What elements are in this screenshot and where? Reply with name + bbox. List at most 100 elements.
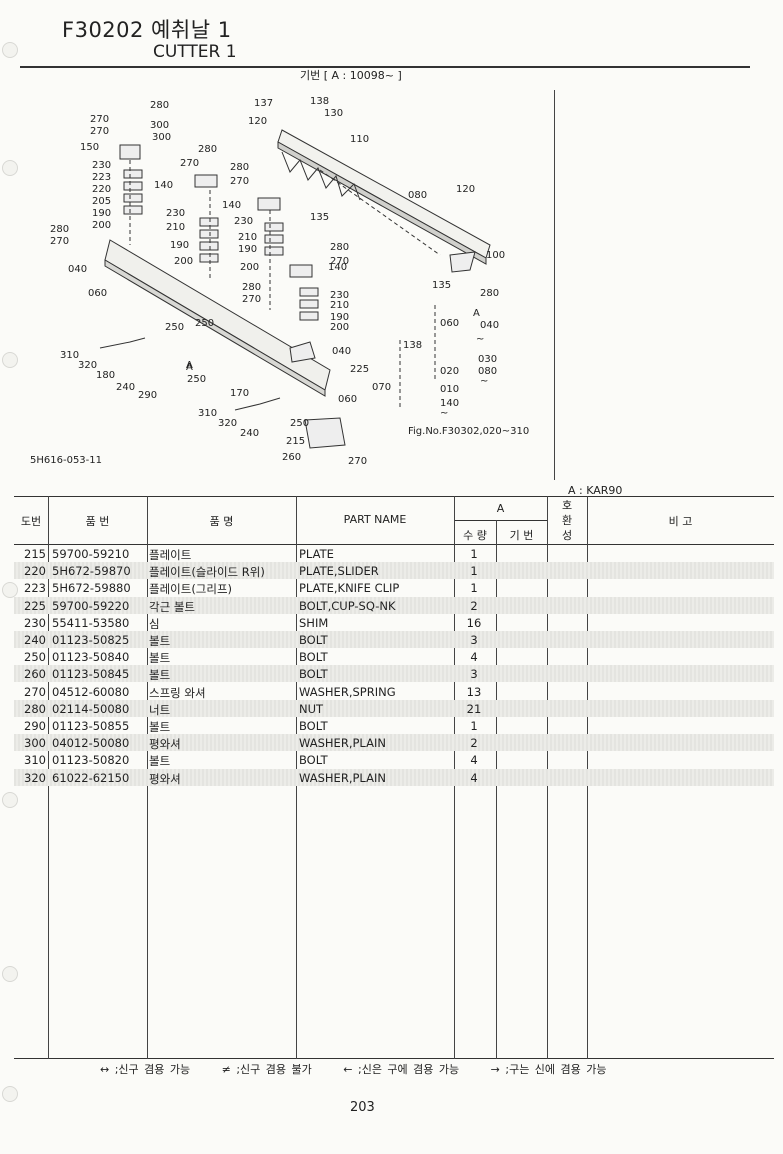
diagram-callout: 220 — [92, 184, 111, 195]
diagram-callout: 080 — [408, 190, 427, 201]
legend-item: → ;구는 신에 겸용 가능 — [490, 1063, 607, 1076]
part-name-kr: 볼트 — [149, 668, 171, 683]
compat-legend: ↔ ;신구 겸용 가능 ≠ ;신구 겸용 불가 ← ;신은 구에 겸용 가능 →… — [100, 1061, 633, 1077]
diagram-callout: 040 — [480, 320, 499, 331]
diagram-callout: 100 — [486, 250, 505, 261]
diagram-callout: 110 — [350, 134, 369, 145]
punch-hole — [2, 160, 18, 176]
diagram-callout: 280 — [330, 242, 349, 253]
part-ref-no: 320 — [24, 770, 46, 785]
part-name-en: BOLT — [299, 719, 328, 733]
page-number: 203 — [350, 1100, 375, 1115]
col-header-qty: 수 량 — [463, 529, 487, 542]
diagram-callout: ~ — [440, 408, 448, 419]
diagram-callout: 230 — [234, 216, 253, 227]
part-qty: 4 — [470, 770, 478, 785]
part-name-kr: 볼트 — [149, 720, 171, 734]
diagram-callout: 270 — [348, 456, 367, 467]
part-ref-no: 230 — [24, 615, 46, 630]
diagram-callout: 060 — [88, 288, 107, 299]
diagram-callout: 010 — [440, 384, 459, 395]
part-qty: 4 — [470, 650, 478, 665]
part-name-en: BOLT — [299, 633, 328, 647]
diagram-callout: 200 — [240, 262, 259, 273]
part-qty: 4 — [470, 753, 478, 768]
diagram-callout: 040 — [68, 264, 87, 275]
part-qty: 13 — [466, 684, 482, 699]
part-name-kr: 플레이트 — [149, 548, 192, 562]
part-name-kr: 플레이트(슬라이드 R위) — [149, 565, 265, 580]
diagram-callout: 280 — [198, 144, 217, 155]
part-ref-no: 250 — [24, 650, 46, 665]
diagram-callout: 270 — [242, 294, 261, 305]
diagram-callout: 070 — [372, 382, 391, 393]
part-number: 59700-59220 — [52, 598, 130, 613]
punch-hole — [2, 352, 18, 368]
title-divider — [20, 66, 750, 68]
diagram-callout: ~ — [480, 376, 488, 387]
part-ref-no: 240 — [24, 633, 46, 647]
part-name-kr: 스프링 와셔 — [149, 685, 206, 700]
parts-table: 도번 품 번 품 명 PART NAME A 수 량 기 번 호 환 성 비 고… — [14, 496, 774, 1059]
diagram-callout: 190 — [330, 312, 349, 323]
diagram-callout: 060 — [338, 394, 357, 405]
punch-hole — [2, 1086, 18, 1102]
diagram-callout: 138 — [403, 340, 422, 351]
section-title: F30202 예취날 1 — [62, 18, 232, 42]
diagram-callout: 280 — [480, 288, 499, 299]
knife-sections — [281, 151, 361, 201]
diagram-callout: A — [186, 360, 193, 371]
part-number: 59700-59210 — [52, 547, 130, 561]
serial-range: 기번 [ A : 10098~ ] — [300, 69, 402, 82]
part-name-kr: 플레이트(그리프) — [149, 582, 233, 597]
legend-item: ↔ ;신구 겸용 가능 — [100, 1063, 191, 1076]
part-number: 61022-62150 — [52, 770, 130, 785]
diagram-callout: 210 — [330, 300, 349, 311]
part-number: 5H672-59870 — [52, 564, 131, 579]
diagram-callout: 230 — [166, 208, 185, 219]
diagram-callout: 310 — [198, 408, 217, 419]
diagram-callout: 280 — [230, 162, 249, 173]
part-name-en: PLATE,SLIDER — [299, 564, 379, 579]
col-header-name-en: PART NAME — [343, 513, 407, 526]
diagram-callout: 250 — [290, 418, 309, 429]
diagram-callout: 190 — [92, 208, 111, 219]
part-ref-no: 260 — [24, 667, 46, 682]
diagram-callout: 270 — [50, 236, 69, 247]
diagram-callout: 150 — [80, 142, 99, 153]
part-number: 01123-50855 — [52, 719, 130, 733]
diagram-callout: 240 — [116, 382, 135, 393]
diagram-callout: 200 — [92, 220, 111, 231]
part-name-kr: 평와셔 — [149, 737, 181, 752]
legend-item: ← ;신은 구에 겸용 가능 — [343, 1063, 460, 1076]
bracket-stack-left — [119, 144, 141, 160]
figure-reference: Fig.No.F30302,020~310 — [408, 426, 529, 437]
part-name-kr: 볼트 — [149, 754, 171, 769]
part-number: 01123-50820 — [52, 753, 130, 768]
diagram-callout: 120 — [248, 116, 267, 127]
diagram-callout: 320 — [78, 360, 97, 371]
diagram-callout: 270 — [90, 126, 109, 137]
part-qty: 3 — [470, 667, 478, 682]
diagram-callout: 020 — [440, 366, 459, 377]
punch-hole — [2, 966, 18, 982]
col-header-remarks: 비 고 — [668, 515, 693, 528]
part-ref-no: 300 — [24, 736, 46, 751]
part-name-kr: 평와셔 — [149, 771, 181, 786]
diagram-callout: 270 — [230, 176, 249, 187]
col-header-no: 도번 — [20, 515, 42, 528]
diagram-callout: 280 — [50, 224, 69, 235]
part-name-kr: 심 — [149, 616, 160, 631]
part-qty: 1 — [470, 564, 478, 579]
diagram-callout: 137 — [254, 98, 273, 109]
diagram-callout: 140 — [328, 262, 347, 273]
diagram-callout: A — [186, 362, 193, 373]
diagram-callout: 170 — [230, 388, 249, 399]
exploded-parts-diagram: 2802703002703001502302232202051902002802… — [20, 80, 529, 467]
diagram-callout: 250 — [187, 374, 206, 385]
diagram-callout: 225 — [350, 364, 369, 375]
